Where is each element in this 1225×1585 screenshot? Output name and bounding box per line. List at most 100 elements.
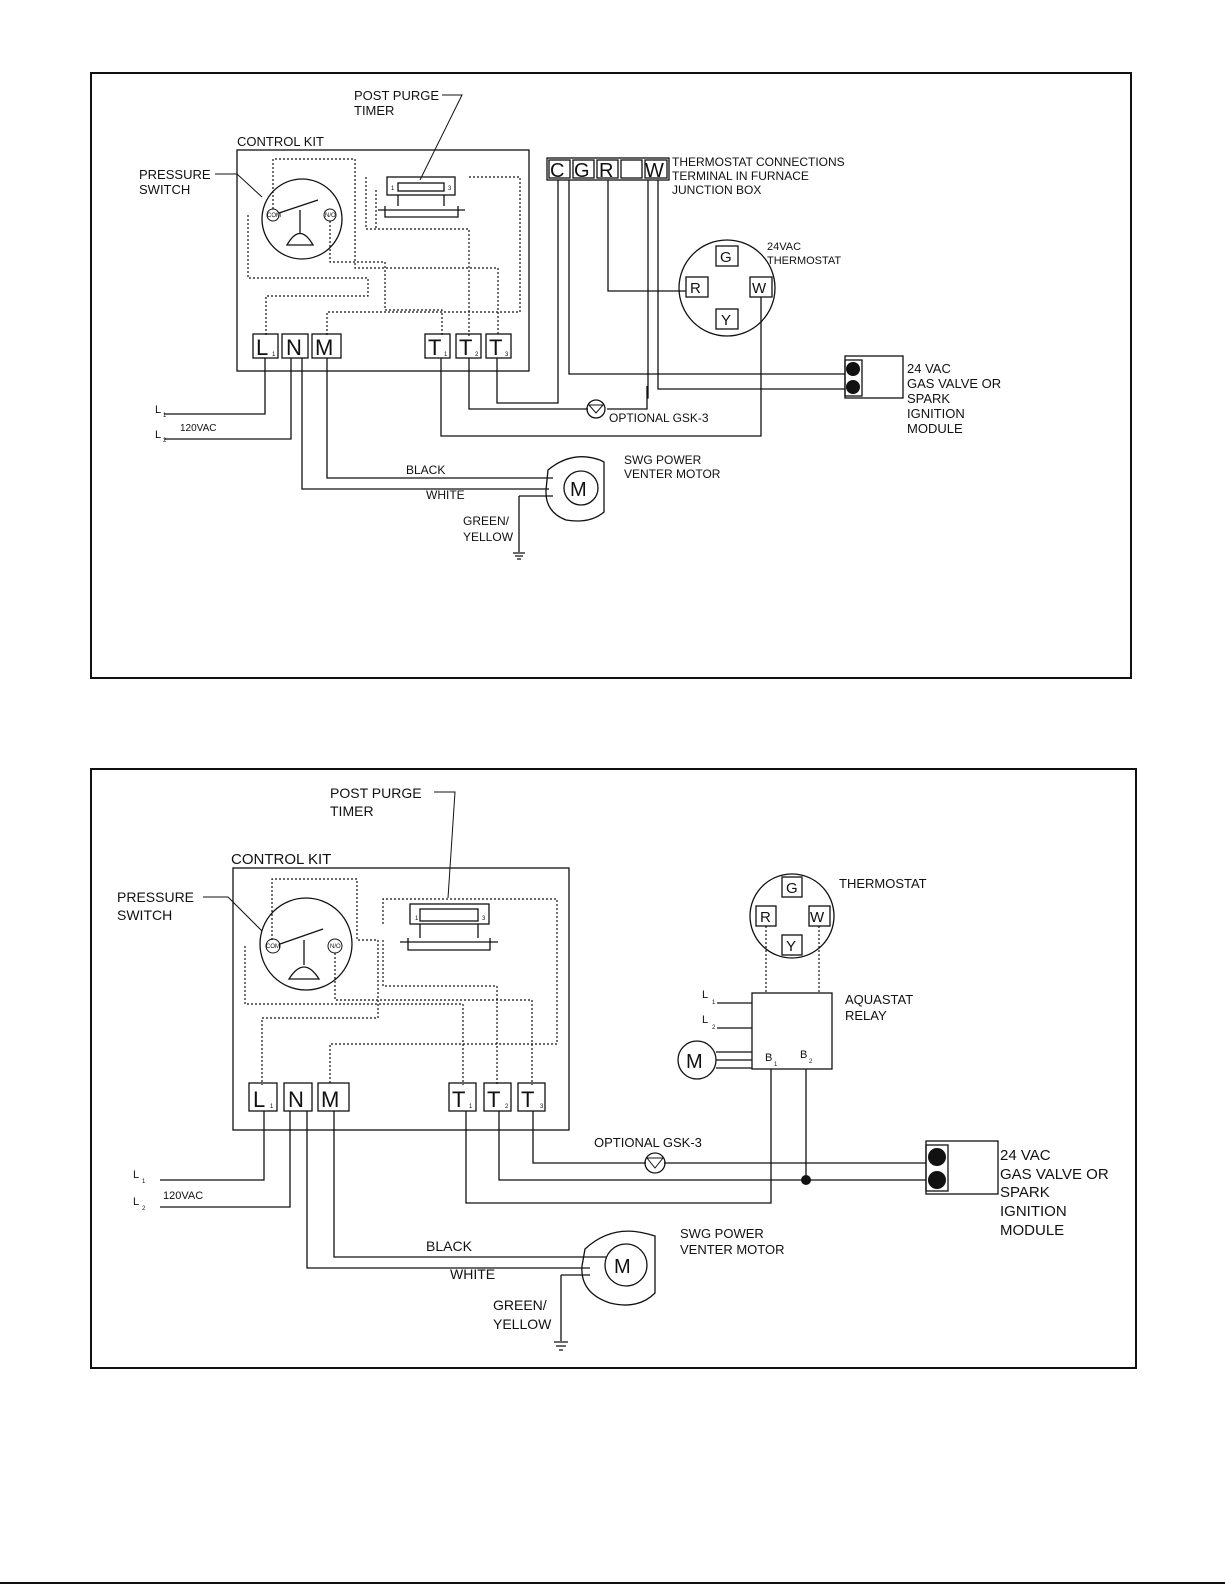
- gas-valve-label-line2: GAS VALVE OR: [907, 376, 1001, 391]
- post-purge-timer-label-2-line1: POST PURGE: [330, 785, 422, 801]
- control-kit-internal-wiring: [247, 158, 521, 336]
- terminal-t1-text: T: [428, 335, 441, 360]
- pressure-switch-label-line1: PRESSURE: [139, 167, 211, 182]
- venter-motor-label-1-line2: VENTER MOTOR: [624, 467, 721, 481]
- thermostat-24vac-label-line1: 24VAC: [767, 241, 801, 253]
- terminal-l1-sub-2: 1: [270, 1104, 274, 1110]
- pressure-switch-label-2-line2: SWITCH: [117, 907, 172, 923]
- optional-gsk3-label-2: OPTIONAL GSK-3: [594, 1135, 702, 1150]
- relay-l2-sub: 2: [712, 1025, 716, 1031]
- thermostat-label-2: THERMOSTAT: [839, 876, 927, 891]
- junction-g: G: [574, 160, 590, 182]
- control-kit-label: CONTROL KIT: [237, 134, 324, 149]
- l2-label-2: L: [133, 1196, 139, 1208]
- gas-valve-label-2-line4: IGNITION: [1000, 1203, 1067, 1220]
- black-wire-label-2: BLACK: [426, 1238, 473, 1254]
- venter-motor-housing-1: [545, 456, 605, 522]
- diagram-2: POST PURGE TIMER CONTROL KIT PRESSURE SW…: [90, 768, 1137, 1369]
- gas-valve-label-line5: MODULE: [907, 421, 963, 436]
- optional-gsk3-triangle-1: [587, 404, 605, 414]
- junction-r: R: [599, 160, 613, 182]
- pressure-switch-actuator: [278, 199, 319, 246]
- terminal-m-text-2: M: [321, 1087, 339, 1112]
- terminal-t3-sub: 3: [505, 352, 509, 358]
- pressure-switch-symbol: [261, 178, 343, 260]
- relay-l2-label: L: [702, 1014, 708, 1026]
- thermostat-r-2: R: [760, 909, 771, 926]
- junction-c: C: [550, 160, 564, 182]
- terminal-t1-sub-2: 1: [469, 1104, 473, 1110]
- ground-label-2-line2: YELLOW: [493, 1316, 552, 1332]
- venter-motor-housing-2: [581, 1230, 656, 1306]
- post-purge-timer-body: [386, 176, 456, 196]
- relay-l1-label: L: [702, 989, 708, 1001]
- control-kit-box: [236, 149, 530, 372]
- pressure-switch-com-text-2: COM: [266, 944, 280, 950]
- ground-label-1-line1: GREEN/: [463, 514, 510, 528]
- post-purge-timer-window-2: [419, 908, 479, 922]
- optional-gsk3-label-1: OPTIONAL GSK-3: [609, 411, 709, 425]
- terminal-t2-sub: 2: [475, 352, 479, 358]
- terminal-t2-text-2: T: [487, 1087, 500, 1112]
- venter-motor-symbol-1: M: [570, 479, 587, 501]
- pressure-switch-label-line2: SWITCH: [139, 182, 190, 197]
- thermostat-connections-label-line3: JUNCTION BOX: [672, 183, 761, 197]
- relay-l1-sub: 1: [712, 1000, 716, 1006]
- terminal-l1-sub: 1: [272, 352, 276, 358]
- venter-motor-label-1-line1: SWG POWER: [624, 453, 702, 467]
- thermostat-connections-label-line2: TERMINAL IN FURNACE: [672, 169, 809, 183]
- ground-label-2-line1: GREEN/: [493, 1297, 547, 1313]
- pump-to-relay-wiring: [716, 1051, 752, 1069]
- thermostat-g: G: [720, 249, 732, 266]
- pressure-switch-com-text: COM: [267, 213, 281, 219]
- post-purge-timer-leader-2: [434, 791, 456, 899]
- pressure-switch-label-2-line1: PRESSURE: [117, 889, 194, 905]
- timer-pin-3-2: 3: [482, 916, 486, 922]
- gas-valve-label-line4: IGNITION: [907, 406, 965, 421]
- gas-valve-label-2-line3: SPARK: [1000, 1184, 1050, 1201]
- optional-gsk3-symbol-2: [644, 1152, 666, 1174]
- pressure-switch-com-contact-2: [265, 938, 281, 954]
- white-wire-label-1: WHITE: [426, 488, 465, 502]
- terminal-t3-text-2: T: [521, 1087, 534, 1112]
- terminal-n: [281, 333, 309, 359]
- terminal-t3-sub-2: 3: [540, 1104, 544, 1110]
- terminal-t3: [485, 333, 512, 359]
- diagram-1-frame: [90, 72, 1132, 679]
- l2-label: L: [155, 429, 161, 441]
- relay-b2-label: B: [800, 1049, 807, 1061]
- junction-w: W: [645, 160, 664, 182]
- terminal-m-text: M: [315, 335, 333, 360]
- thermostat-r: R: [690, 280, 701, 297]
- venter-motor-label-2-line1: SWG POWER: [680, 1226, 764, 1241]
- timer-pin-1-2: 1: [415, 916, 419, 922]
- optional-gsk3-symbol-1: [586, 399, 606, 419]
- voltage-label-2: 120VAC: [163, 1190, 203, 1202]
- terminal-t1-text-2: T: [452, 1087, 465, 1112]
- terminal-n-text: N: [286, 335, 302, 360]
- ground-label-1-line2: YELLOW: [463, 530, 514, 544]
- thermostat-24vac-symbol: [678, 239, 776, 337]
- diagram-1: POST PURGE TIMER CONTROL KIT PRESSURE SW…: [90, 72, 1132, 679]
- thermostat-junction-strip: C G R W: [546, 157, 670, 182]
- thermostat-to-relay-wiring: [765, 926, 820, 993]
- thermostat-y: Y: [721, 312, 731, 329]
- venter-motor-symbol-2: M: [614, 1256, 631, 1278]
- terminal-l1-text-2: L: [253, 1087, 265, 1112]
- post-purge-timer-body-2: [409, 903, 490, 925]
- l1-label-2: L: [133, 1169, 139, 1181]
- relay-b1-label: B: [765, 1052, 772, 1064]
- control-kit-internal-wiring-2: [244, 878, 558, 1085]
- timer-pin-1: 1: [391, 186, 395, 192]
- l1-sub: 1: [163, 413, 167, 419]
- post-purge-timer-label-line1: POST PURGE: [354, 88, 439, 103]
- l1-sub-2: 1: [142, 1179, 146, 1185]
- relay-b1-sub: 1: [774, 1062, 778, 1068]
- post-purge-timer-base-2: [400, 924, 498, 951]
- voltage-label-1: 120VAC: [180, 423, 217, 434]
- thermostat-g-2: G: [786, 880, 798, 897]
- relay-b2-sub: 2: [809, 1059, 813, 1065]
- thermostat-y-2: Y: [786, 938, 796, 955]
- terminal-n-text-2: N: [288, 1087, 304, 1112]
